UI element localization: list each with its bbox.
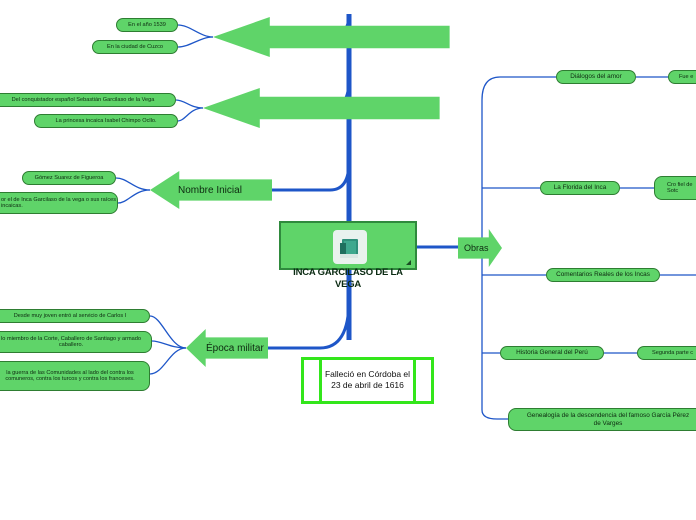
obra-dialogos-detail[interactable]: Fue e xyxy=(668,70,696,84)
note-divider-left xyxy=(319,360,322,401)
leaf-nacio-year[interactable]: En el año 1539 xyxy=(116,18,178,32)
leaf-nombre-original[interactable]: Gómez Suarez de Figueroa xyxy=(22,171,116,185)
leaf-epoca-guerra[interactable]: la guerra de las Comunidades al lado del… xyxy=(0,361,150,391)
note-divider-right xyxy=(413,360,416,401)
book-icon xyxy=(333,230,367,264)
death-note[interactable]: Falleció en Córdoba el 23 de abril de 16… xyxy=(301,357,434,404)
central-title: INCA GARCILASO DE LA VEGA xyxy=(293,267,403,290)
branch-obras-label: Obras xyxy=(464,243,489,253)
death-note-text: Falleció en Córdoba el 23 de abril de 16… xyxy=(324,369,411,391)
obra-genealogia[interactable]: Genealogía de la descendencia del famoso… xyxy=(508,408,696,431)
leaf-epoca-carlos[interactable]: Desde muy joven entró al servicio de Car… xyxy=(0,309,150,323)
obra-florida[interactable]: La Florida del Inca xyxy=(540,181,620,195)
leaf-padres-father[interactable]: Del conquistador español Sebastián Garci… xyxy=(0,93,176,107)
leaf-epoca-corte[interactable]: lo miembro de la Corte, Caballero de San… xyxy=(0,331,152,353)
central-topic[interactable]: INCA GARCILASO DE LA VEGA xyxy=(279,221,417,290)
branch-epoca-label: Época militar xyxy=(206,342,264,354)
obra-historia[interactable]: Historia General del Perú xyxy=(500,346,604,360)
leaf-nombre-inca[interactable]: or el de Inca Garcilaso de la vega o sus… xyxy=(0,192,118,214)
obra-comentarios[interactable]: Comentarios Reales de los Incas xyxy=(546,268,660,282)
branch-nombre-label: Nombre Inicial xyxy=(178,184,242,196)
obra-florida-detail[interactable]: Cro fiel de Sotc xyxy=(654,176,696,200)
obra-historia-detail[interactable]: Segunda parte c xyxy=(637,346,696,360)
obra-dialogos[interactable]: Diálogos del amor xyxy=(556,70,636,84)
leaf-nacio-city[interactable]: En la ciudad de Cuzco xyxy=(92,40,178,54)
leaf-padres-mother[interactable]: La princesa incaica Isabel Chimpo Ocllo. xyxy=(34,114,178,128)
resize-handle-icon[interactable] xyxy=(406,260,411,265)
